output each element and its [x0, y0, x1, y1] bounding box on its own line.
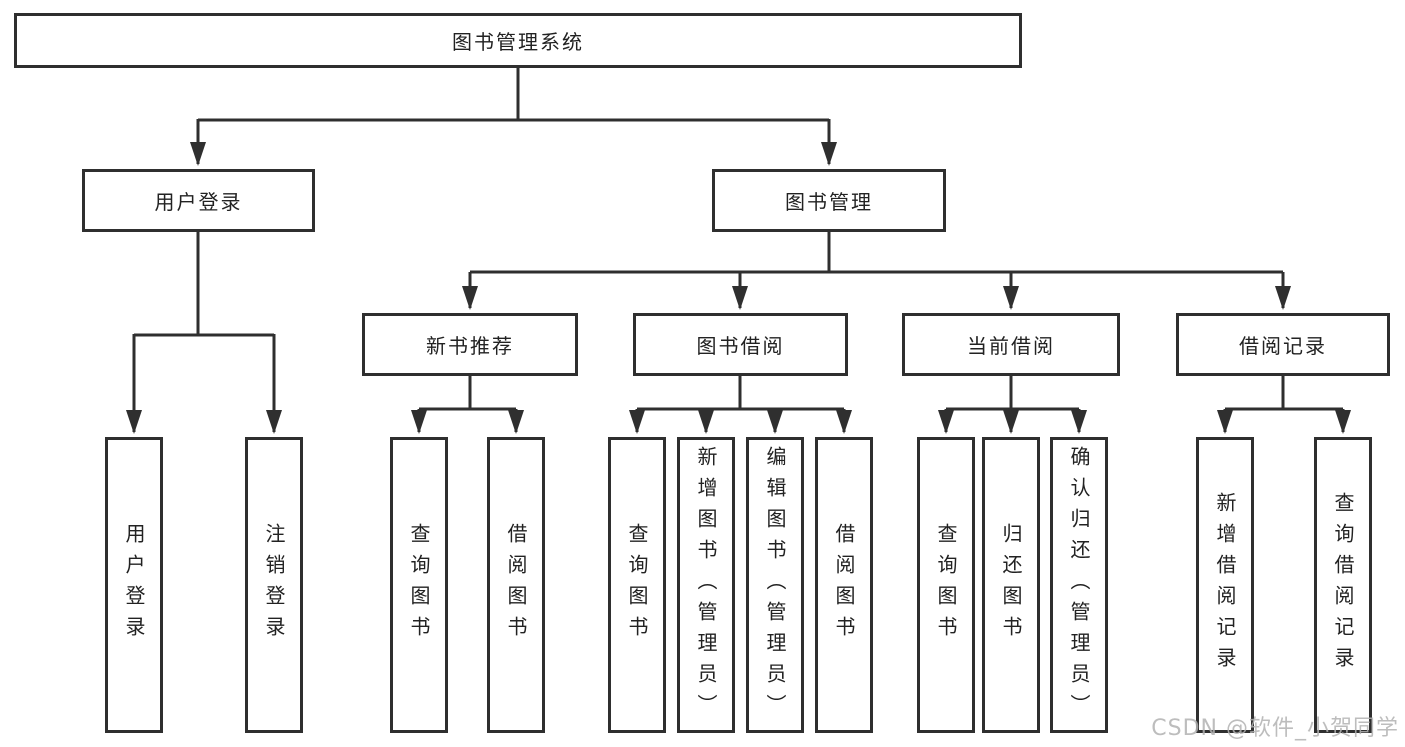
leaf-borrow-books-borrowing: 借阅图书: [815, 437, 873, 733]
connector-user-login-children: [126, 232, 282, 434]
leaf-add-borrow-record: 新增借阅记录: [1196, 437, 1254, 733]
node-library-management-system: 图书管理系统: [14, 13, 1022, 68]
node-new-book-recommendation: 新书推荐: [362, 313, 578, 376]
node-current-borrowing: 当前借阅: [902, 313, 1120, 376]
connector-book-borrow-children: [629, 376, 852, 434]
csdn-watermark: CSDN @软件_小贺同学: [1151, 716, 1399, 741]
leaf-return-books: 归还图书: [982, 437, 1040, 733]
leaf-user-login: 用户登录: [105, 437, 163, 733]
connector-current-borrow-children: [938, 376, 1087, 434]
leaf-confirm-return-admin: 确认归还（管理员）: [1050, 437, 1108, 733]
leaf-edit-books-admin: 编辑图书（管理员）: [746, 437, 804, 733]
node-borrowing-records: 借阅记录: [1176, 313, 1390, 376]
connector-book-mgmt-children: [462, 232, 1291, 310]
leaf-query-borrow-record: 查询借阅记录: [1314, 437, 1372, 733]
connector-borrow-record-children: [1217, 376, 1351, 434]
connector-new-book-children: [411, 376, 524, 434]
node-book-management: 图书管理: [712, 169, 946, 232]
leaf-logout: 注销登录: [245, 437, 303, 733]
leaf-add-books-admin: 新增图书（管理员）: [677, 437, 735, 733]
leaf-query-books-current: 查询图书: [917, 437, 975, 733]
leaf-borrow-books-newbook: 借阅图书: [487, 437, 545, 733]
leaf-query-books-newbook: 查询图书: [390, 437, 448, 733]
connector-root-children: [190, 68, 837, 166]
node-book-borrowing: 图书借阅: [633, 313, 848, 376]
leaf-query-books-borrowing: 查询图书: [608, 437, 666, 733]
node-user-login: 用户登录: [82, 169, 315, 232]
